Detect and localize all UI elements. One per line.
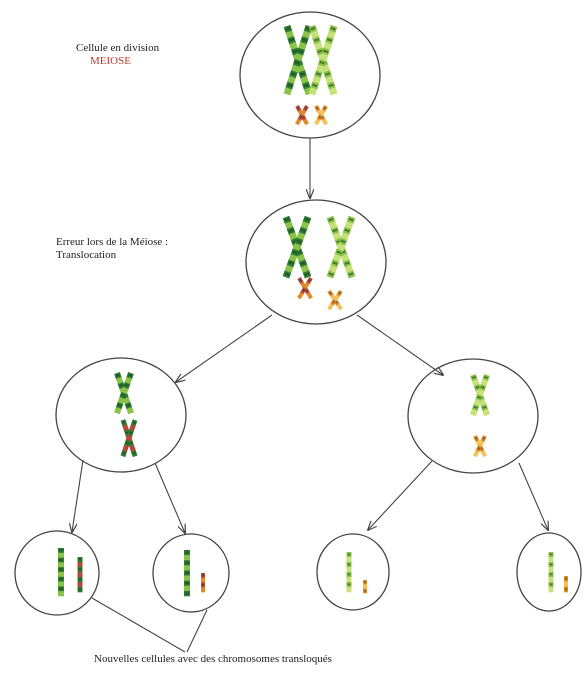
label-error-line1: Erreur lors de la Méiose : [56,236,169,248]
arrow-error-to-left [176,314,273,382]
arrow-left-to-gamete-1 [72,459,84,532]
arrow-right-to-gamete-3 [368,460,433,530]
caption-line-right [186,609,208,653]
cell-gamete-1 [14,530,100,616]
chromosome-translocated-dark-green [282,215,312,279]
cell-daughter-left [55,357,187,473]
chromatid-orange-gamete-3 [363,580,367,594]
chromosome-light-green-right-cell [470,374,490,417]
chromatid-orange-gamete-4 [564,576,568,593]
chromatid-green-gamete-1 [58,548,64,597]
label-cell-division: Cellule en division MEIOSE [76,42,159,68]
chromosome-green-left-cell [114,372,134,415]
label-translocation-error: Erreur lors de la Méiose : Translocation [56,236,168,262]
cell-gamete-3 [316,533,390,611]
label-caption: Nouvelles cellules avec des chromosomes … [94,653,332,666]
cell-translocation [245,199,387,325]
chromosome-small-orange-right-cell [473,435,487,458]
chromatid-red-green-gamete-1 [77,557,83,593]
caption-line-left [91,597,186,653]
chromosome-small-orange [314,105,328,126]
chromosome-small-orange [327,289,343,311]
label-error-line2: Translocation [56,249,117,261]
chromatid-green-gamete-2 [184,550,190,597]
arrow-error-to-right [356,314,443,375]
cell-gamete-4 [516,532,582,612]
cell-daughter-right [407,358,539,474]
chromosome-small-translocated-red [297,276,313,300]
label-meiose: MEIOSE [90,55,131,67]
label-cell-division-line1: Cellule en division [76,42,160,54]
chromosome-hybrid-left-cell [120,419,138,458]
arrow-right-to-gamete-4 [518,462,548,530]
label-caption-text: Nouvelles cellules avec des chromosomes … [94,653,332,665]
chromosome-small-red [295,105,309,126]
chromosome-large-green [326,215,356,279]
chromosome-large-dark-green [283,24,313,96]
chromatid-red-gamete-2 [201,573,205,593]
chromatid-light-green-gamete-4 [548,552,554,593]
chromosome-large-light-green [308,24,338,96]
cell-gamete-2 [152,533,230,613]
chromatid-light-green-gamete-3 [346,552,352,593]
arrow-left-to-gamete-2 [154,462,185,533]
